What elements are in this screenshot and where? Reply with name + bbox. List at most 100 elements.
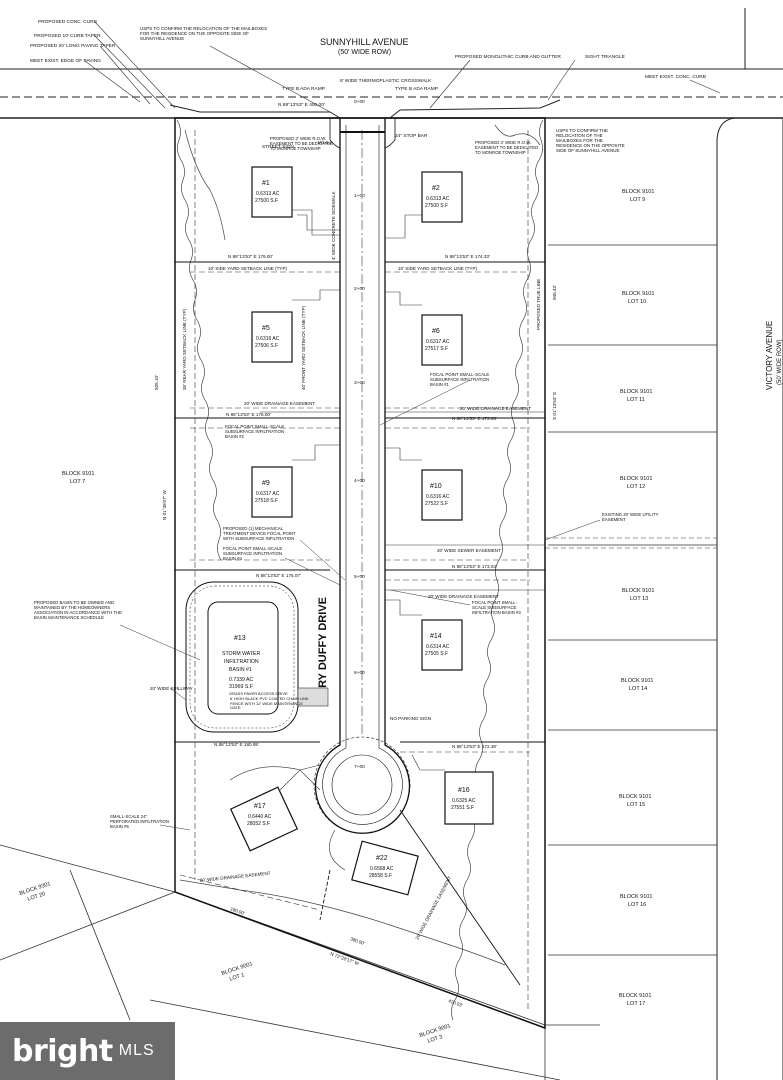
drainage-easements: [260, 411, 717, 591]
note-stop-bar: 24" STOP BAR: [395, 133, 428, 139]
bearing-lot5: N 88°13'53" E 176.00': [226, 412, 271, 417]
driveways: [229, 209, 445, 871]
station-4: 4+00: [354, 478, 365, 484]
station-3: 3+00: [354, 380, 365, 386]
note-meet-edge: MEET EXIST. EDGE OF PAVING: [30, 58, 101, 64]
dist-380: 380.00': [350, 936, 366, 946]
frontage-bearing: N 88°13'53" E 400.00': [278, 102, 325, 108]
basin-name1: STORM WATER: [222, 651, 260, 657]
sewer-easement: 20' WIDE SEWER EASEMENT: [437, 548, 501, 553]
station-2: 2+00: [354, 286, 365, 292]
utility-easement: EXISTING 20' WIDE UTILITY EASEMENT: [602, 512, 659, 522]
watermark-word: bright: [12, 1033, 113, 1069]
drain-right: 20' WIDE DRAINAGE EASEMENT: [460, 406, 531, 411]
note-row-easement-left: PROPOSED 3' WIDE R.O.W. EASEMENT TO BE D…: [270, 136, 334, 151]
focal-basin-1: FOCAL POINT SMALL-SCALE SUBSURFACE INFIL…: [430, 372, 490, 387]
station-5: 5+00: [354, 574, 365, 580]
street-row-right: (50' WIDE ROW): [777, 340, 783, 385]
bearing-lot1: N 88°13'53" E 176.00': [228, 254, 273, 259]
bearing-lot14: N 88°13'53" E 172.39': [452, 744, 497, 749]
drive-name: MARY DUFFY DRIVE: [317, 597, 329, 705]
east-length: 945.43': [552, 285, 557, 300]
sidewalk-note: 4' WIDE CONCRETE SIDEWALK: [331, 190, 336, 260]
station-0: 0+00: [354, 99, 365, 105]
note-monolithic-curb: PROPOSED MONOLITHIC CURB AND GUTTER: [455, 54, 561, 60]
rear-setback: 35' REAR YARD SETBACK LINE (TYP): [182, 308, 187, 390]
basin-name3: BASIN #1: [229, 667, 252, 673]
basin-label: #13 STORM WATER INFILTRATION BASIN #1 0.…: [222, 635, 309, 710]
storm-water-basin: [185, 581, 329, 733]
bright-mls-watermark: bright MLS: [0, 1022, 175, 1080]
no-parking-sign: NO PARKING SIGN: [390, 716, 431, 721]
mary-duffy-drive: [313, 118, 411, 834]
proposed-true-line: PROPOSED TRUE LINE: [536, 279, 541, 330]
note-proposed-curb: PROPOSED CONC. CURB: [38, 19, 97, 25]
drain-right-2: 20' WIDE DRAINAGE EASEMENT: [428, 594, 499, 599]
right-block-lines: [548, 244, 717, 956]
lot-lines: [174, 261, 545, 986]
focal-basin-2: FOCAL POINT SMALL-SCALE SUBSURFACE INFIL…: [225, 424, 285, 439]
bearing-lot10: N 88°13'53" E 173.04': [452, 564, 497, 569]
note-ada-right: TYPE B ADA RAMP: [395, 86, 438, 92]
bearing-basin: N 88°13'53" E 180.95': [214, 742, 259, 747]
street-name-right: VICTORY AVENUE: [765, 321, 774, 390]
note-crosswalk: 8' WIDE THERMOPLASTIC CROSSWALK: [340, 78, 432, 84]
west-length: 505.10': [154, 375, 159, 390]
street-row-top: (50' WIDE ROW): [338, 49, 391, 56]
basin-gate1: GRASS PAVER ACCESS DRIVE: [229, 691, 288, 696]
station-6: 6+00: [354, 670, 365, 676]
bearing-lot9: N 88°13'53" E 175.07': [256, 573, 301, 578]
setback-right: 10' SIDE YARD SETBACK LINE (TYP): [398, 266, 478, 271]
note-usps-right: USPS TO CONFIRM THE RELOCATION OF THE MA…: [556, 128, 625, 153]
note-meet-curb: MEET EXIST. CONC. CURB: [645, 74, 706, 80]
street-name-top: SUNNYHILL AVENUE: [320, 37, 409, 47]
front-setback: 40' FRONT YARD SETBACK LINE (TYP): [301, 305, 306, 390]
spillway: 20' WIDE SPILLWAY: [150, 686, 193, 691]
note-usps-left: USPS TO CONFIRM THE RELOCATION OF THE MA…: [140, 26, 268, 41]
drain-left: 20' WIDE DRAINAGE EASEMENT: [244, 401, 315, 406]
focal-basin-4: FOCAL POINT SMALL-SCALE SUBSURFACE INFIL…: [223, 546, 283, 561]
west-bearing: N 01°46'07" W: [162, 489, 167, 520]
stations: 0+00 1+00 2+00 3+00 4+00 5+00 6+00 7+00: [354, 99, 365, 770]
treatment-device: PROPOSED (1) MECHANICAL TREATMENT DEVICE…: [223, 526, 296, 541]
note-curb-taper: PROPOSED 10' CURB TAPER: [34, 33, 101, 39]
station-1: 1+00: [354, 193, 365, 199]
note-ada-left: TYPE B ADA RAMP: [282, 86, 325, 92]
setback-lines: [179, 130, 530, 1010]
basin-ownership-note: PROPOSED BASIN TO BE OWNED AND MAINTAINE…: [34, 600, 122, 620]
dist-420: 420.03': [448, 998, 464, 1008]
focal-basin-3: FOCAL POINT SMALL-SCALE SUBSURFACE INFIL…: [472, 600, 521, 615]
station-7: 7+00: [354, 764, 365, 770]
note-street-sign: STREET SIGN: [262, 144, 294, 150]
basin-name2: INFILTRATION: [224, 659, 259, 665]
basin-acres: 0.7339 AC: [229, 677, 253, 683]
note-paving-taper: PROPOSED 20' LONG PAVING TAPER: [30, 43, 116, 49]
dist-180: 180.00': [230, 906, 246, 916]
basin-sf: 31969 S.F: [229, 684, 253, 690]
note-row-easement-right: PROPOSED 3' WIDE R.O.W. EASEMENT TO BE D…: [475, 140, 539, 155]
note-sight-triangle: SIGHT TRIANGLE: [585, 54, 625, 60]
bearing-lot2: N 88°13'53" E 174.33': [445, 254, 490, 259]
house-footprints: [229, 166, 494, 896]
